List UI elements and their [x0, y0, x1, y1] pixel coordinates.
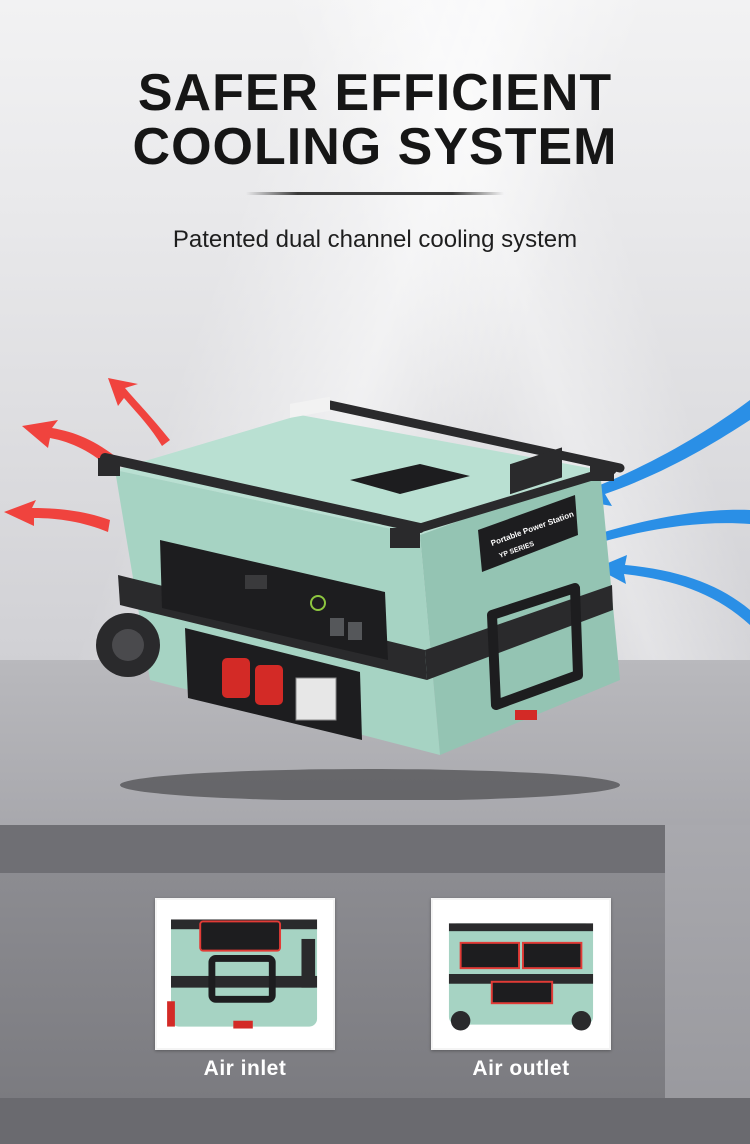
breaker-box: [295, 677, 337, 721]
product-scene: Portable Power Station YP SERIES: [4, 378, 750, 800]
cool-air-arrow-3: [596, 555, 750, 625]
red-socket-2: [255, 665, 283, 705]
headline-line-1: SAFER EFFICIENT: [137, 64, 613, 122]
hot-air-arrow-1: [108, 378, 170, 446]
display-shelf-side: [665, 825, 750, 1144]
panel-switch-1: [330, 618, 344, 636]
title-divider: [246, 192, 504, 195]
red-foot: [515, 710, 537, 720]
display-shelf-front: [0, 825, 665, 873]
hot-air-arrow-3: [4, 500, 110, 532]
wheel-hub: [112, 629, 144, 661]
corner-cap-3: [590, 463, 614, 481]
headline-line-2: COOLING SYSTEM: [132, 118, 618, 176]
top-display: [350, 464, 470, 494]
generator-rear-view-icon: [433, 900, 609, 1048]
top-label-sticker: [290, 396, 330, 418]
generator: Portable Power Station YP SERIES: [96, 396, 625, 755]
thumbnail-air-outlet: [431, 898, 611, 1050]
hot-air-arrow-2: [22, 420, 120, 470]
subtitle: Patented dual channel cooling system: [172, 226, 578, 253]
panel-display: [245, 575, 267, 589]
headline: SAFER EFFICIENT COOLING SYSTEM: [0, 66, 750, 174]
thumbnail-air-inlet: [155, 898, 335, 1050]
bottom-band: [0, 1098, 750, 1144]
red-socket-1: [222, 658, 250, 698]
product-shadow: [120, 769, 620, 800]
generator-side-view-icon: [157, 900, 333, 1048]
corner-cap-1: [98, 458, 120, 476]
top-handle-front: [100, 453, 425, 533]
corner-cap-2: [390, 528, 420, 548]
panel-switch-2: [348, 622, 362, 640]
panel-gauge: [310, 595, 326, 611]
cool-air-arrow-2: [562, 509, 750, 556]
cool-air-arrows: [562, 400, 750, 625]
caption-air-inlet: Air inlet: [203, 1057, 287, 1080]
top-handle-right: [415, 465, 617, 533]
caption-air-outlet: Air outlet: [472, 1057, 570, 1080]
hot-air-arrows: [4, 378, 170, 532]
side-label-plate: [478, 495, 578, 572]
side-handle: [487, 583, 583, 710]
top-handle-back: [325, 400, 625, 473]
side-handle-grip: [510, 447, 562, 495]
generator-right-side: [420, 470, 620, 755]
generator-top: [115, 415, 600, 535]
side-band: [425, 585, 613, 680]
cool-air-arrow-1: [575, 400, 750, 506]
